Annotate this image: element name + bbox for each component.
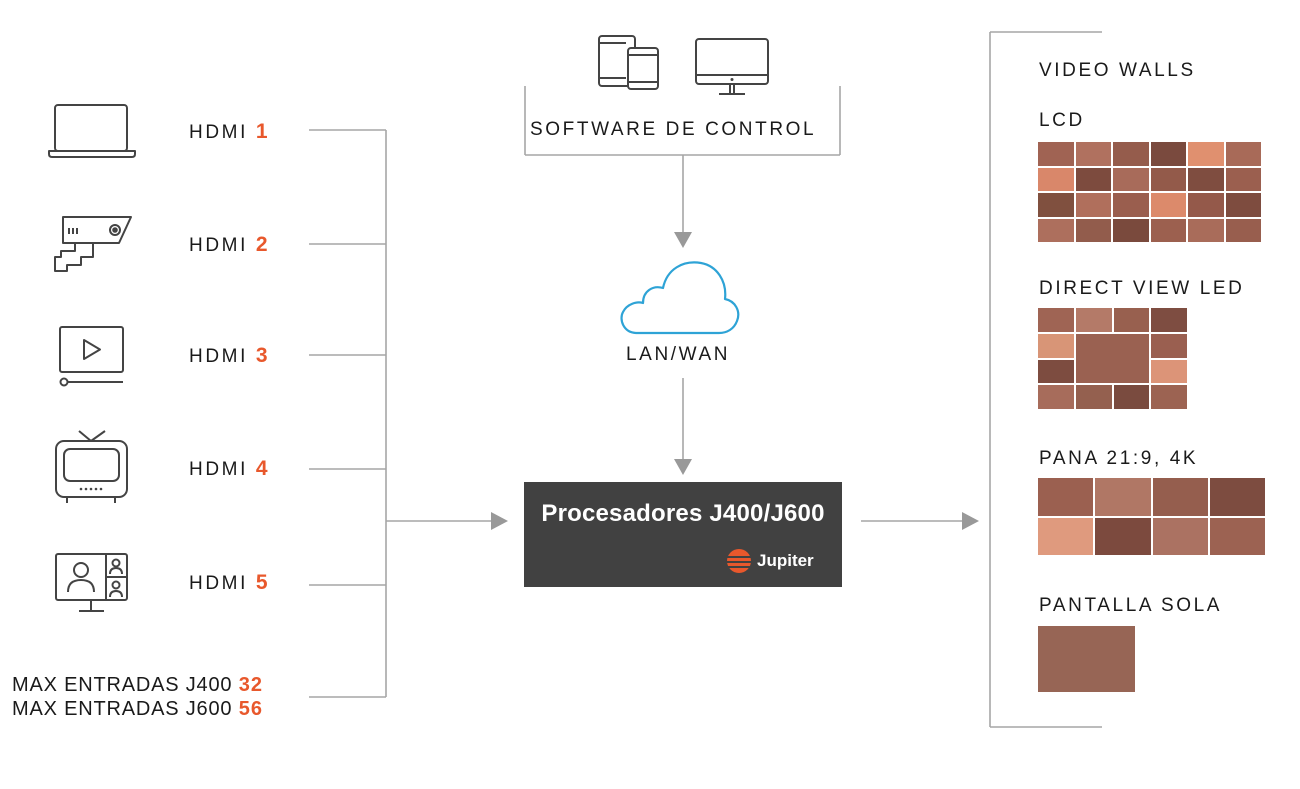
max-inputs-label: MAX ENTRADAS J600 — [12, 698, 233, 720]
wall-panel — [1038, 478, 1094, 516]
max-inputs-label: MAX ENTRADAS J400 — [12, 674, 233, 696]
wall-panel — [1075, 218, 1111, 242]
pana-wall — [1038, 478, 1265, 555]
wall-panel — [1151, 333, 1187, 358]
wall-label-direct-view-led: DIRECT VIEW LED — [1039, 278, 1245, 299]
wall-label-pana: PANA 21:9, 4K — [1039, 448, 1199, 469]
wall-panel — [1151, 308, 1187, 332]
wall-panel — [1188, 193, 1224, 217]
wall-panel — [1075, 142, 1111, 166]
direct-view-led-wall — [1038, 308, 1187, 409]
wall-panel — [1188, 142, 1224, 166]
wall-panel — [1209, 517, 1265, 555]
wall-panel — [1075, 333, 1150, 384]
input-label-1: HDMI 1 — [189, 120, 268, 144]
single-screen-wall — [1038, 626, 1135, 692]
wall-panel — [1150, 167, 1186, 191]
wall-panel — [1095, 517, 1151, 555]
max-inputs-j600: MAX ENTRADAS J600 56 — [12, 698, 263, 721]
wall-panel — [1225, 142, 1261, 166]
wall-panel — [1150, 218, 1186, 242]
max-inputs-value: 32 — [238, 674, 263, 696]
input-label-5: HDMI 5 — [189, 571, 268, 595]
input-label-3: HDMI 3 — [189, 344, 268, 368]
wall-panel — [1150, 142, 1186, 166]
wall-panel — [1150, 193, 1186, 217]
wall-panel — [1095, 478, 1151, 516]
video-walls-heading: VIDEO WALLS — [1039, 60, 1196, 81]
wall-panel — [1038, 517, 1094, 555]
input-prefix: HDMI — [189, 573, 248, 594]
wall-panel — [1188, 167, 1224, 191]
jupiter-logo-icon — [726, 549, 752, 573]
wall-label-pantalla-sola: PANTALLA SOLA — [1039, 595, 1223, 616]
wall-panel — [1038, 385, 1074, 409]
input-label-2: HDMI 2 — [189, 233, 268, 257]
monitor-icon — [695, 38, 769, 95]
wall-panel — [1209, 478, 1265, 516]
wall-panel — [1038, 626, 1135, 692]
jupiter-brand: Jupiter — [726, 548, 814, 574]
arrow-head — [491, 512, 508, 530]
arrow-head — [962, 512, 979, 530]
video-conference-icon — [55, 553, 128, 612]
processor-box: Procesadores J400/J600 — [524, 482, 842, 587]
wall-panel — [1038, 193, 1074, 217]
wall-panel — [1113, 218, 1149, 242]
wall-panel — [1113, 385, 1150, 409]
input-prefix: HDMI — [189, 459, 248, 480]
wall-panel — [1038, 359, 1074, 384]
input-number: 3 — [255, 344, 268, 367]
wall-panel — [1113, 308, 1150, 332]
wall-panel — [1075, 385, 1112, 409]
wall-panel — [1113, 142, 1149, 166]
video-player-icon — [59, 326, 124, 387]
wall-panel — [1038, 333, 1074, 358]
wall-panel — [1038, 308, 1074, 332]
arrow-head — [674, 459, 692, 475]
wall-panel — [1152, 517, 1208, 555]
control-software-label: SOFTWARE DE CONTROL — [530, 119, 817, 140]
wall-panel — [1075, 308, 1112, 332]
security-camera-icon — [54, 216, 132, 272]
wall-panel — [1188, 218, 1224, 242]
lcd-wall — [1038, 142, 1261, 242]
wall-panel — [1225, 167, 1261, 191]
network-label: LAN/WAN — [626, 344, 731, 365]
arrow-head — [674, 232, 692, 248]
wall-panel — [1075, 167, 1111, 191]
max-inputs-j400: MAX ENTRADAS J400 32 — [12, 674, 263, 697]
television-icon — [55, 430, 128, 503]
input-number: 5 — [255, 571, 268, 594]
input-number: 4 — [255, 457, 268, 480]
wall-panel — [1225, 193, 1261, 217]
input-number: 2 — [255, 233, 268, 256]
wall-panel — [1038, 218, 1074, 242]
input-prefix: HDMI — [189, 122, 248, 143]
wall-panel — [1113, 167, 1149, 191]
wall-panel — [1225, 218, 1261, 242]
input-label-4: HDMI 4 — [189, 457, 268, 481]
wall-panel — [1151, 359, 1187, 384]
cloud-icon — [620, 261, 740, 335]
laptop-icon — [48, 104, 136, 158]
wall-panel — [1038, 167, 1074, 191]
mobile-devices-icon — [598, 35, 659, 90]
processor-title: Procesadores J400/J600 — [541, 500, 825, 527]
wall-panel — [1151, 385, 1187, 409]
brand-name: Jupiter — [757, 551, 814, 570]
wall-panel — [1075, 193, 1111, 217]
max-inputs-value: 56 — [238, 698, 263, 720]
wall-panel — [1113, 193, 1149, 217]
wall-panel — [1152, 478, 1208, 516]
input-prefix: HDMI — [189, 235, 248, 256]
input-prefix: HDMI — [189, 346, 248, 367]
wall-panel — [1038, 142, 1074, 166]
wall-label-lcd: LCD — [1039, 110, 1085, 131]
input-number: 1 — [255, 120, 268, 143]
